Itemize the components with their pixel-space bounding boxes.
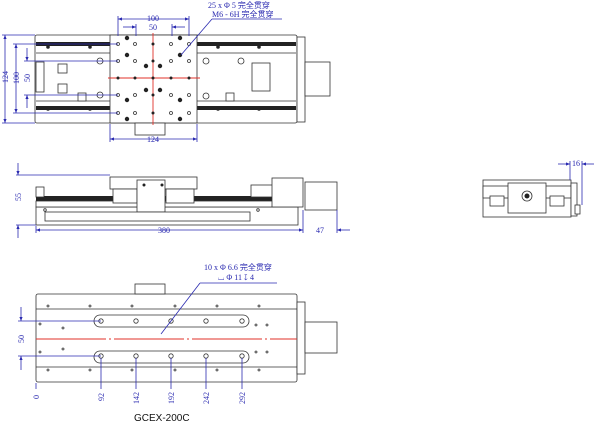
side-motor	[304, 181, 338, 211]
top-view: 100 50 25 x Φ 5 完全贯穿 M6 - 6H 完全贯穿 124 10…	[1, 0, 331, 144]
dim-length-380: 380	[158, 226, 170, 235]
hole-pattern	[46, 35, 261, 122]
dim-motor-47: 47	[316, 226, 324, 235]
bottom-motor	[304, 321, 338, 354]
dim-50-left: 50	[23, 74, 32, 82]
side-motor-housing	[271, 177, 304, 208]
dim-100-left: 100	[12, 72, 21, 84]
x-pos-292: 292	[238, 392, 247, 404]
x-pos-92: 92	[97, 393, 106, 401]
motor	[304, 61, 331, 97]
x-pos-142: 142	[132, 392, 141, 404]
dim-100-top: 100	[147, 14, 159, 23]
dim-124-left: 124	[1, 71, 10, 83]
dim-50-top: 50	[149, 23, 157, 32]
x-pos-192: 192	[167, 392, 176, 404]
dim-16: 16	[572, 159, 580, 168]
note-holes-bottom-1: 10 x Φ 6.6 完全贯穿	[204, 262, 272, 272]
end-view: 16	[482, 159, 594, 218]
note-holes-bottom-2: ⌴ Φ 11 ↧ 4	[218, 273, 254, 282]
x-pos-0: 0	[32, 395, 41, 399]
bottom-bracket	[134, 283, 166, 295]
side-bracket	[136, 179, 166, 213]
dim-height-55: 55	[14, 193, 23, 201]
side-view: 55 380 47	[14, 163, 350, 238]
bottom-body	[35, 293, 298, 383]
note-holes-top-1: 25 x Φ 5 完全贯穿	[208, 0, 270, 10]
x-pos-242: 242	[202, 392, 211, 404]
motor-flange	[296, 36, 306, 123]
note-holes-top-2: M6 - 6H 完全贯穿	[212, 9, 274, 19]
bottom-view: 10 x Φ 6.6 完全贯穿 ⌴ Φ 11 ↧ 4 50 0 92 142 1…	[17, 262, 338, 404]
sensor-bracket	[134, 122, 166, 136]
dim-50-bottom: 50	[17, 335, 26, 343]
drawing-title: GCEX-200C	[134, 413, 190, 424]
dim-124-bottom: 124	[147, 135, 159, 144]
end-block-left	[35, 61, 45, 93]
end-block-right	[251, 62, 271, 92]
